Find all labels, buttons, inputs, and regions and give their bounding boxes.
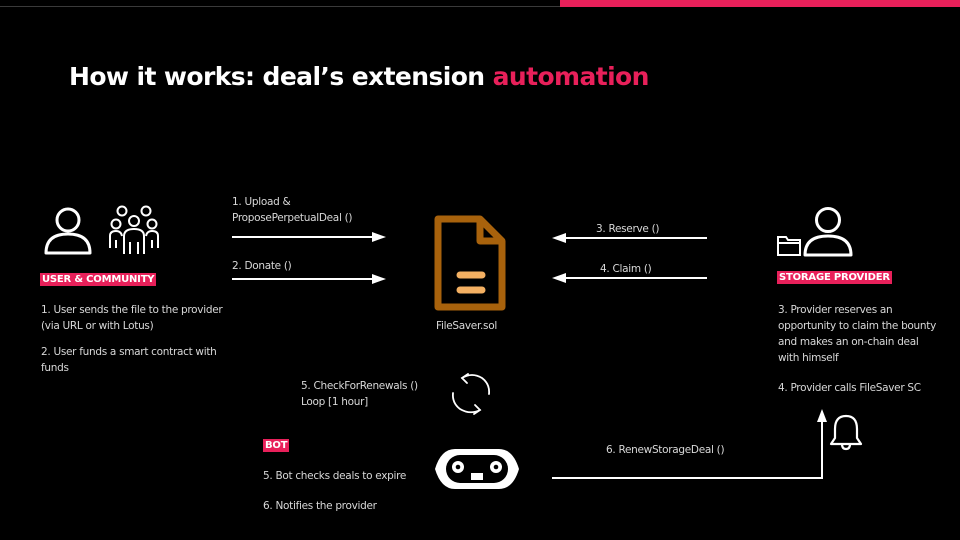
provider-user-icon [803,207,853,257]
provider-step-4: 4. Provider calls FileSaver SC [778,382,921,394]
document-icon [434,215,506,311]
page-title: How it works: deal’s extension automatio… [69,62,649,91]
bot-step-6: 6. Notifies the provider [263,500,377,512]
upload-label-line1: 1. Upload & [232,196,291,208]
bot-steps: 5. Bot checks deals to expire 6. Notifie… [263,468,443,524]
donate-arrow [232,274,386,284]
contract-label: FileSaver.sol [436,320,497,332]
user-community-tag: USER & COMMUNITY [40,273,157,286]
check-label-line2: Loop [1 hour] [301,396,368,408]
title-text: How it works: deal’s extension [69,62,493,91]
bot-step-5: 5. Bot checks deals to expire [263,470,407,482]
bot-tag: BOT [263,439,290,452]
renew-arrow [552,409,827,479]
upload-arrow [232,232,386,242]
claim-label: 4. Claim () [600,263,652,275]
folder-icon [777,236,801,256]
provider-steps: 3. Provider reserves an opportunity to c… [778,302,938,406]
top-divider [0,6,560,7]
user-step-1: 1. User sends the file to the provider (… [41,304,223,332]
user-steps: 1. User sends the file to the provider (… [41,302,231,386]
provider-step-3: 3. Provider reserves an opportunity to c… [778,304,936,364]
refresh-icon [451,373,491,415]
donate-label: 2. Donate () [232,260,292,272]
claim-arrow [552,273,707,283]
user-step-2: 2. User funds a smart contract with fund… [41,346,217,374]
community-icon [109,205,159,254]
renew-label: 6. RenewStorageDeal () [606,444,725,456]
upload-label-line2: ProposePerpetualDeal () [232,212,353,224]
storage-provider-tag: STORAGE PROVIDER [777,271,892,284]
bell-icon [829,414,863,451]
check-label-line1: 5. CheckForRenewals () [301,380,418,392]
title-accent: automation [492,62,650,91]
top-accent-bar [560,0,960,7]
reserve-arrow [552,233,707,243]
reserve-label: 3. Reserve () [596,223,660,235]
user-icon [44,207,92,255]
robot-icon [435,449,519,489]
